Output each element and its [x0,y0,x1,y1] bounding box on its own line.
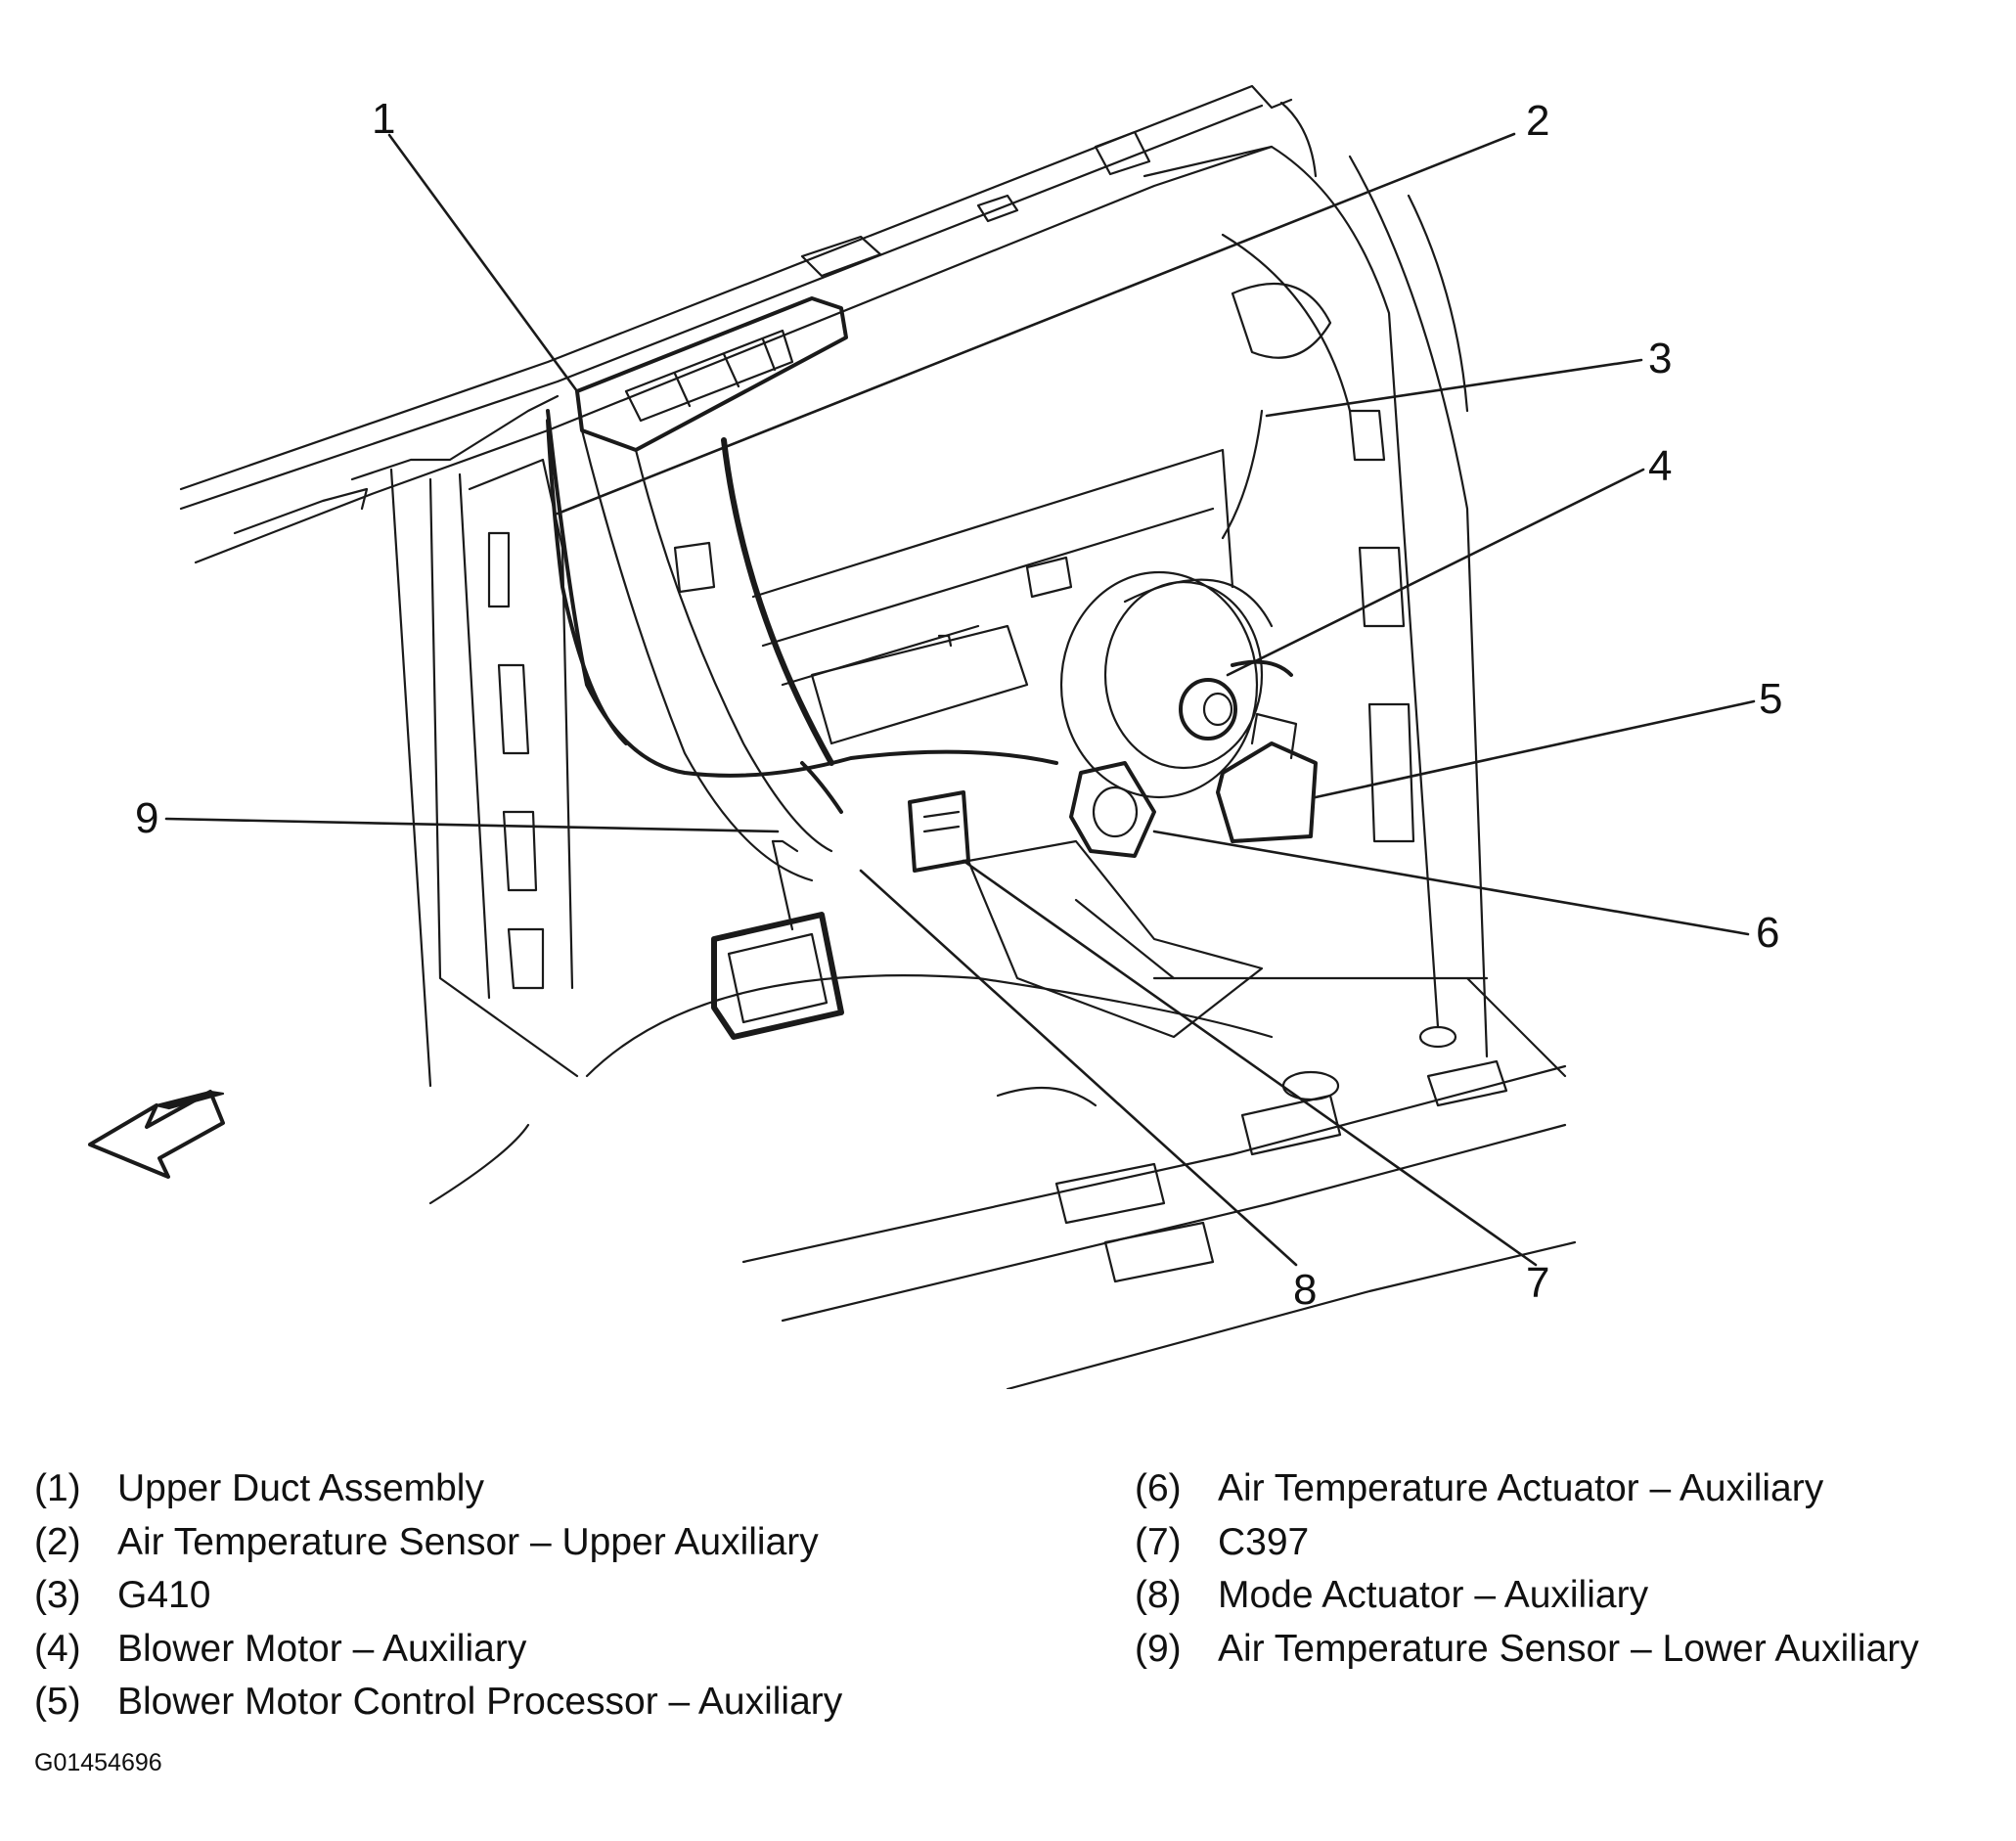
legend-text: Upper Duct Assembly [117,1467,484,1509]
legend-number: (1) [34,1467,81,1509]
callout-9: 9 [135,794,159,842]
callout-5: 5 [1759,675,1783,723]
legend-text: Mode Actuator – Auxiliary [1218,1574,1649,1616]
legend-text: Blower Motor Control Processor – Auxilia… [117,1681,843,1723]
leader-3 [1265,358,1643,418]
control-processor [1216,712,1318,843]
callout-8: 8 [1293,1266,1318,1314]
component-location-diagram [88,84,1756,1389]
callout-1: 1 [372,95,396,143]
leader-9 [164,817,780,833]
callout-6: 6 [1756,909,1780,957]
back-panel [751,448,1234,745]
floor-panel [585,974,1577,1389]
leader-6 [1152,830,1750,936]
left-pillar [350,394,628,1205]
legend-text: Air Temperature Actuator – Auxiliary [1218,1467,1824,1509]
callout-4: 4 [1648,442,1673,490]
wiring-harness [546,409,1264,814]
callout-2: 2 [1526,97,1550,145]
legend-item: (7) C397 [1135,1521,1919,1575]
legend-number: (3) [34,1574,81,1616]
legend-column-right: (6)Air Temperature Actuator – Auxiliary … [1135,1467,1919,1681]
legend-item: (2) Air Temperature Sensor – Upper Auxili… [34,1521,842,1575]
legend-text: Air Temperature Sensor – Lower Auxiliary [1218,1627,1919,1670]
leader-5 [1314,699,1756,799]
duct-column [580,428,834,882]
legend-item: (1) Upper Duct Assembly [34,1467,842,1521]
legend-number: (2) [34,1520,81,1563]
legend-item: (4) Blower Motor – Auxiliary [34,1628,842,1682]
leader-4 [1226,468,1645,677]
legend-number: (4) [34,1627,81,1670]
legend-number: (8) [1135,1574,1182,1616]
legend-number: (9) [1135,1627,1182,1670]
c397-connector [908,790,970,873]
front-direction-arrow-icon [88,1090,225,1179]
right-wall [1142,145,1567,1078]
legend: (1) Upper Duct Assembly (2) Air Temperatur… [0,1467,2016,1741]
lower-duct-outlet [711,839,844,1040]
legend-item: (6) Air Temperature Actuator – Auxiliary [1135,1467,1919,1521]
leader-1 [387,133,579,393]
leader-lines [164,132,1756,1267]
legend-number: (5) [34,1681,81,1723]
legend-item: (3) G410 [34,1574,842,1628]
callout-7: 7 [1526,1259,1550,1307]
air-temperature-actuator [1069,761,1156,858]
leader-7 [962,859,1538,1267]
legend-text: C397 [1218,1520,1310,1563]
figure-code: G01454696 [34,1749,162,1776]
legend-text: Blower Motor – Auxiliary [117,1627,527,1670]
legend-column-left: (1) Upper Duct Assembly (2) Air Temperatur… [34,1467,842,1734]
callout-3: 3 [1648,335,1673,382]
mode-actuator [966,839,1264,1039]
blower-motor [1059,570,1293,799]
legend-number: (6) [1135,1467,1182,1509]
legend-item: (8) Mode Actuator – Auxiliary [1135,1574,1919,1628]
legend-item: (9) Air Temperature Sensor – Lower Auxili… [1135,1628,1919,1682]
legend-text: G410 [117,1574,211,1616]
legend-item: (5) Blower Motor Control Processor – Auxi… [34,1681,842,1734]
leader-2 [556,132,1516,516]
legend-number: (7) [1135,1520,1182,1563]
legend-text: Air Temperature Sensor – Upper Auxiliary [117,1520,819,1563]
leader-8 [859,869,1298,1267]
